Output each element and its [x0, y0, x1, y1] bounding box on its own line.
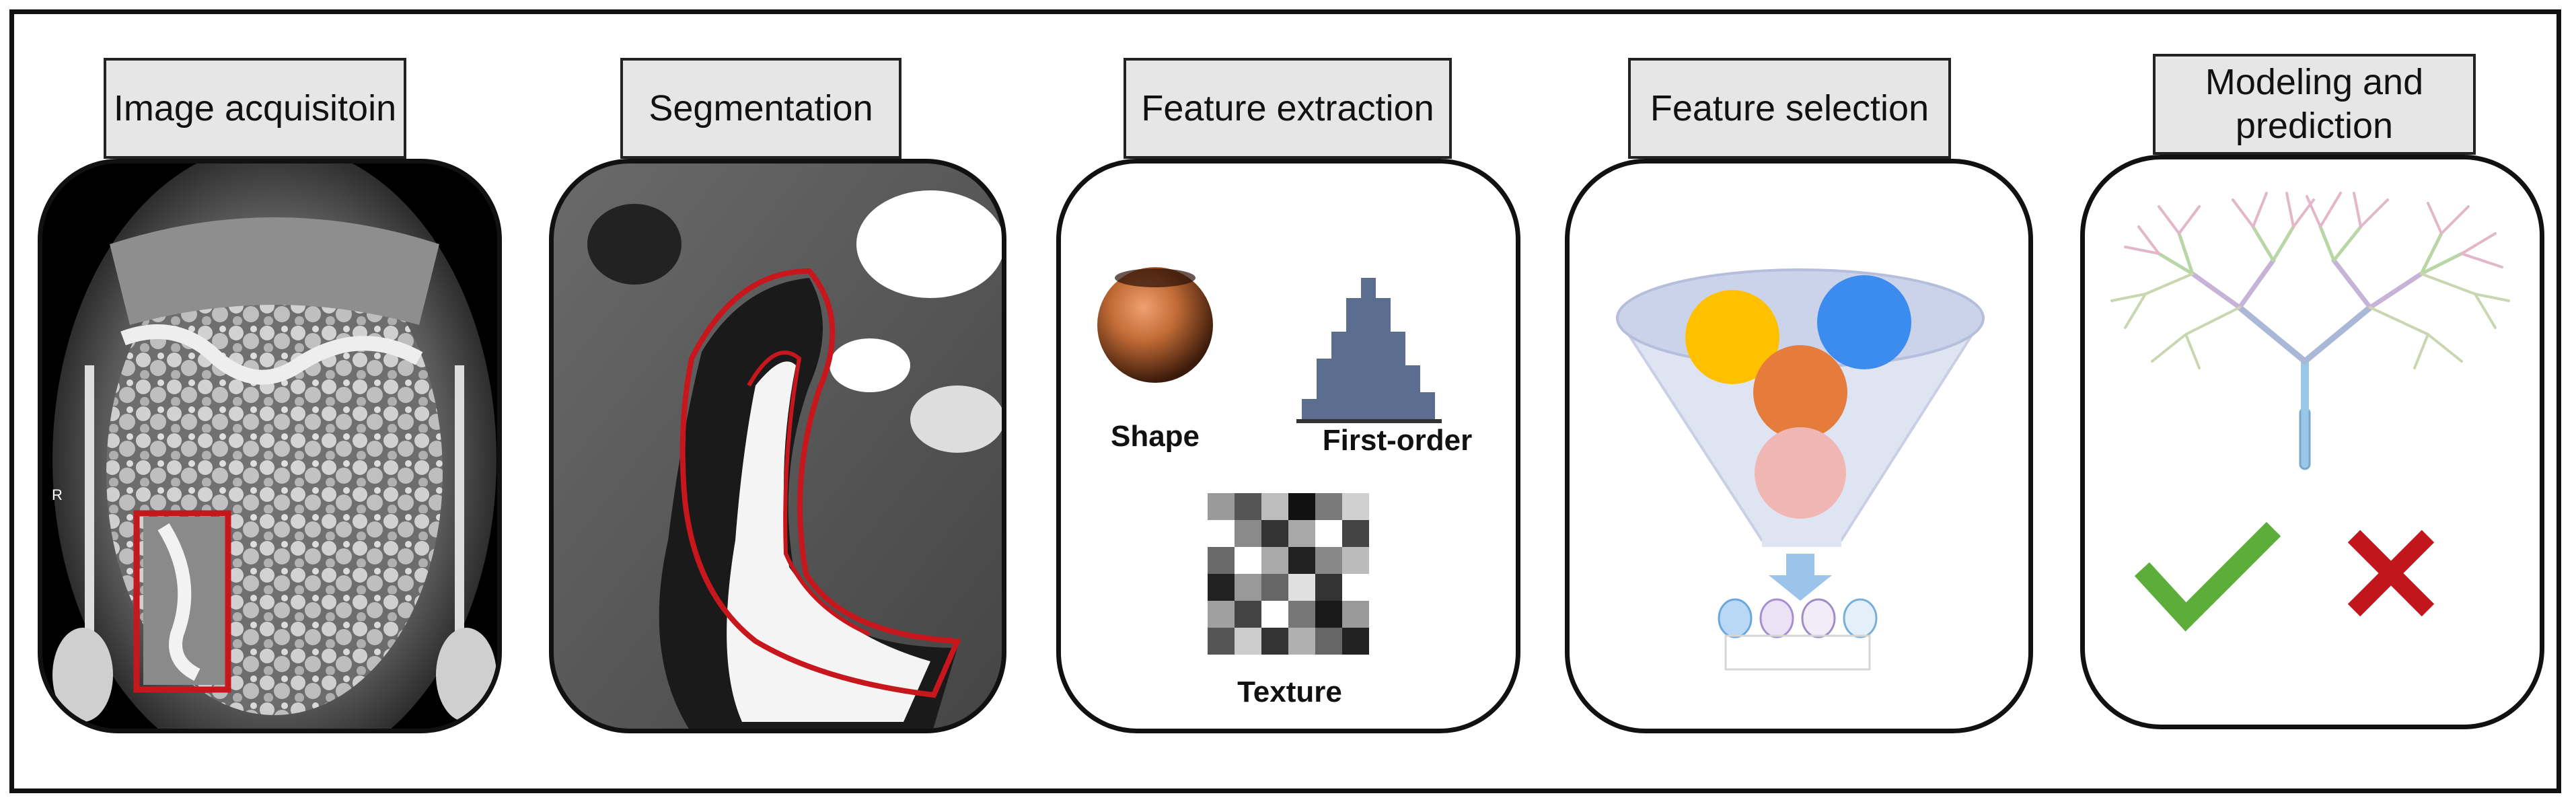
feature-extraction-diagram: Shape First-order Texture — [1097, 267, 1472, 708]
roi-box — [133, 510, 231, 693]
segmentation-contour — [679, 268, 961, 698]
texture-matrix-icon — [1208, 493, 1369, 655]
sphere-icon — [1097, 267, 1213, 383]
shape-caption: Shape — [1111, 420, 1200, 453]
step-label-feature-selection: Feature selection — [1628, 58, 1951, 159]
decision-tree-icon — [2110, 192, 2510, 470]
feature-extraction-panel: Shape First-order Texture — [1056, 159, 1520, 733]
arrow-down-icon — [1769, 554, 1832, 601]
step-label-image-acquisition: Image acquisitoin — [104, 58, 406, 159]
segmentation-image — [554, 163, 1002, 729]
step-label-modeling-prediction: Modeling and prediction — [2153, 54, 2476, 155]
feature-selection-panel — [1565, 159, 2033, 733]
selected-feature-2 — [1759, 598, 1794, 638]
mri-coronal-image: R — [42, 163, 497, 729]
step-label-feature-extraction: Feature extraction — [1124, 58, 1452, 159]
modeling-diagram — [2110, 192, 2510, 632]
feature-circle-orange — [1753, 345, 1847, 439]
modeling-prediction-panel — [2080, 155, 2544, 729]
feature-circle-pink — [1755, 427, 1846, 519]
selected-feature-3 — [1801, 598, 1836, 638]
figure-frame — [9, 9, 2561, 793]
texture-caption: Texture — [1237, 675, 1342, 708]
step-label-segmentation: Segmentation — [620, 58, 901, 159]
histogram-icon — [1296, 278, 1442, 423]
selected-feature-1 — [1718, 598, 1753, 638]
segmentation-panel — [549, 159, 1006, 733]
feature-circle-yellow — [1685, 290, 1779, 384]
checkmark-icon — [2134, 521, 2281, 632]
first-order-caption: First-order — [1323, 424, 1472, 457]
selected-feature-4 — [1843, 598, 1878, 638]
mri-image-panel: R — [38, 159, 502, 733]
cross-icon — [2347, 529, 2435, 617]
feature-selection-diagram — [1615, 268, 1985, 671]
feature-circle-blue — [1817, 275, 1911, 369]
mri-side-marker: R — [52, 486, 63, 503]
